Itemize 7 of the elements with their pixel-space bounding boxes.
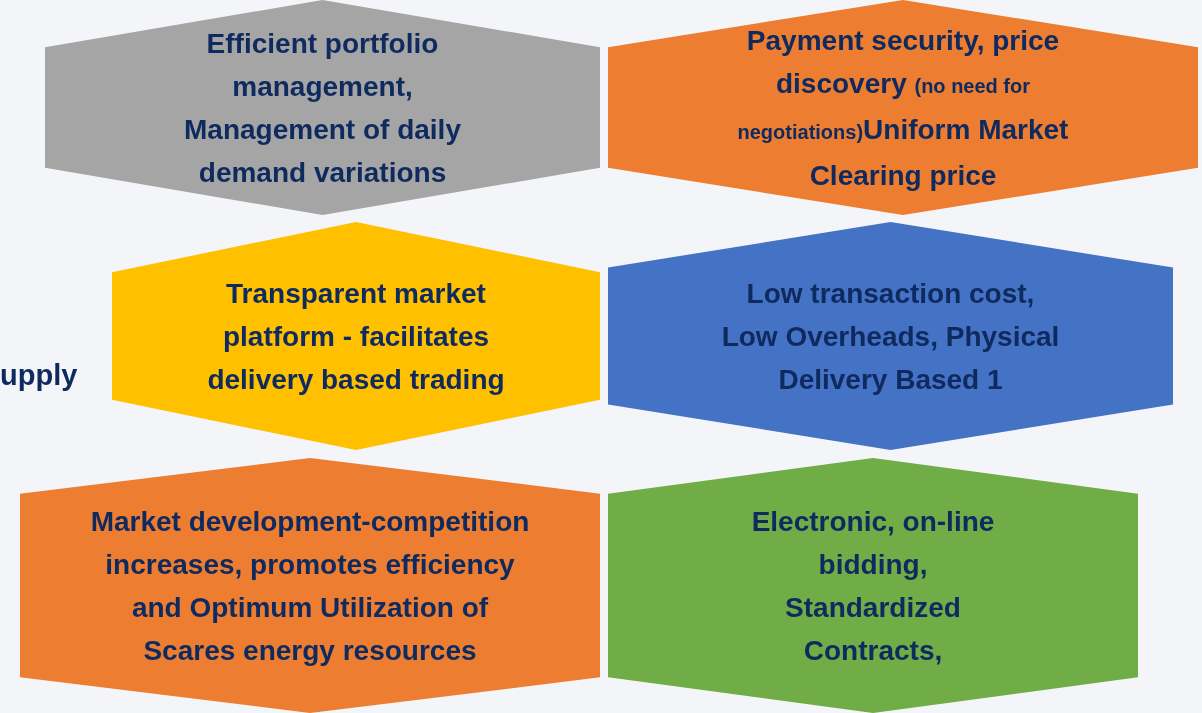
hexagon-text: Efficient portfolio management, Management of daily demand variations xyxy=(183,26,462,190)
partial-label: upply xyxy=(0,358,78,393)
hexagon-text: Payment security, price discovery (no need for negotiations)Uniform Market Clearing price xyxy=(736,23,1070,193)
hexagon-text: Electronic, on-line bidding, Standardized Contracts, xyxy=(750,504,996,668)
hexagon-text: Low transaction cost, Low Overheads, Physical Delivery Based 1 xyxy=(720,276,1061,397)
hexagon-text: Transparent market platform - facilitates delivery based trading xyxy=(206,276,506,397)
hexagon-text: Market development-competition increases, promotes efficiency and Optimum Utilization of Scares energy resources xyxy=(90,504,530,668)
